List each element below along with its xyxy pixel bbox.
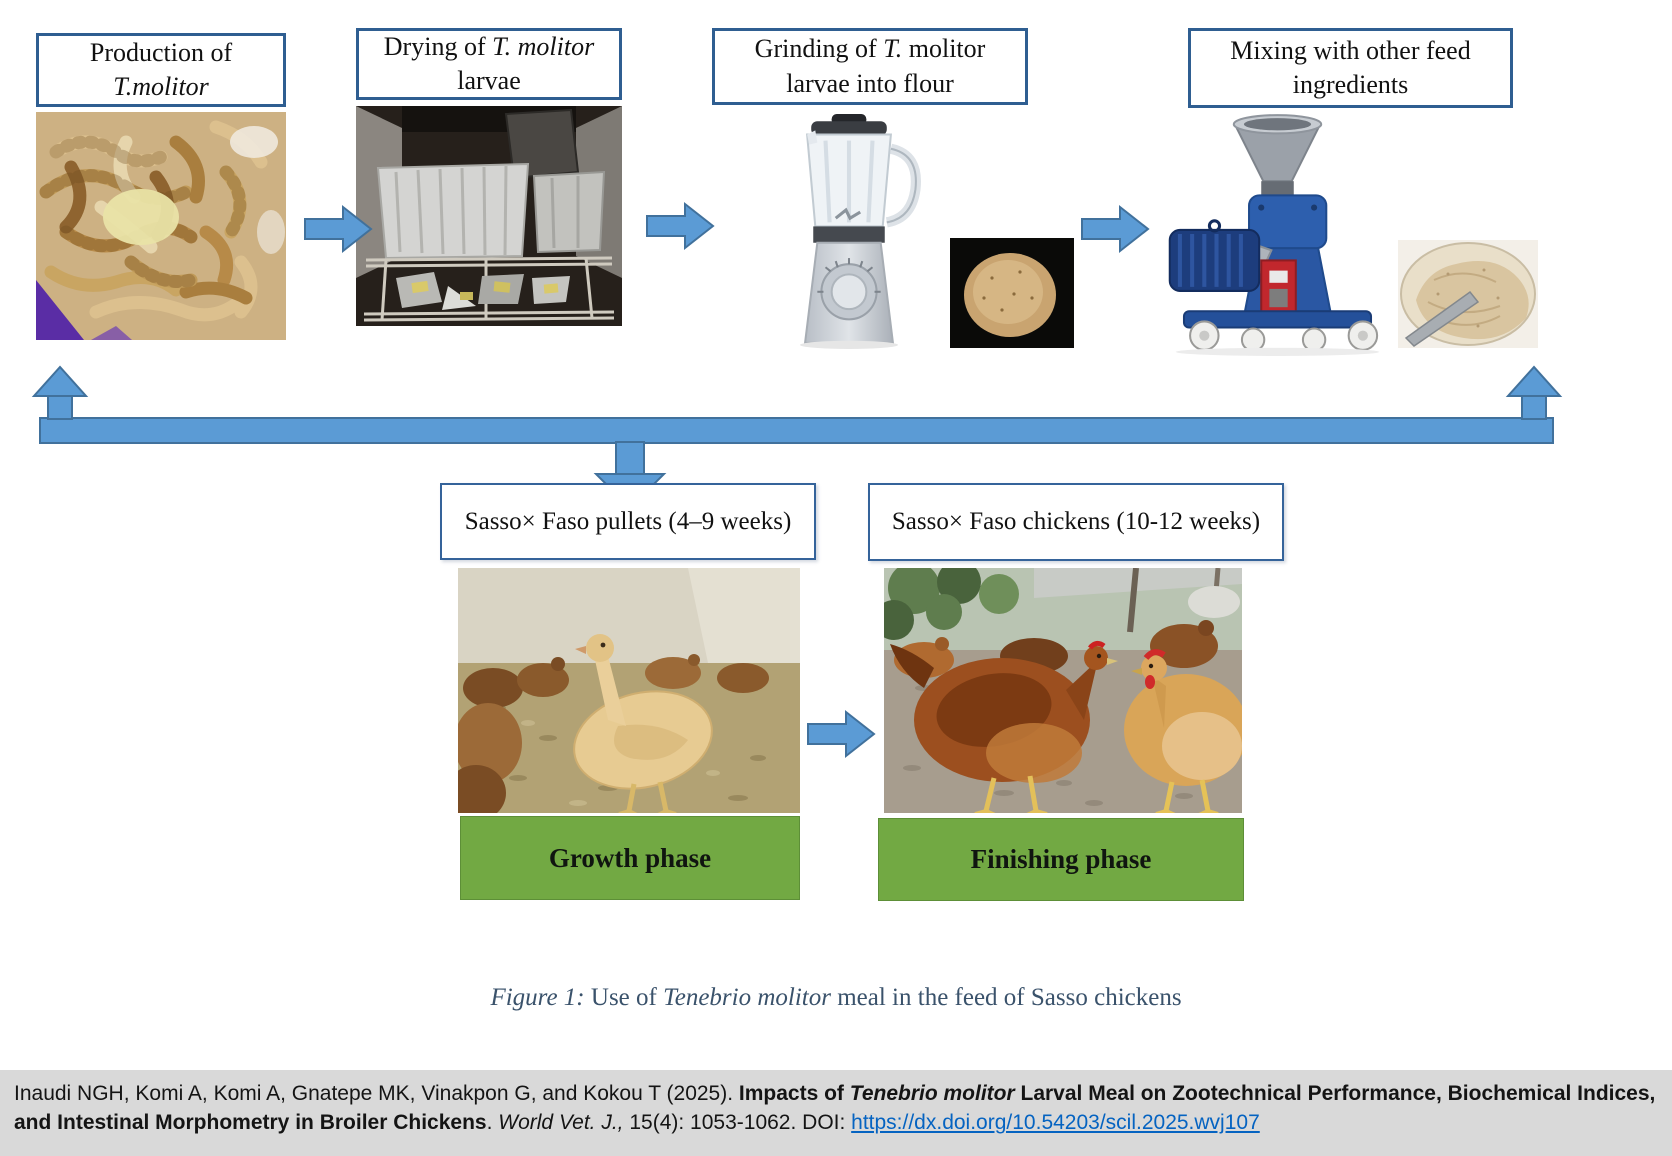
step-label-drying-line2: larvae: [457, 66, 521, 95]
step-label-mixing-line1: Mixing with other feed: [1230, 35, 1471, 65]
growth-phase-box: Growth phase: [460, 816, 800, 900]
growth-phase-label: Growth phase: [548, 842, 712, 873]
larvae-flour-photo: [950, 238, 1074, 348]
step-label-grinding: Grinding of T. molitor larvae into flour: [712, 28, 1028, 105]
citation-bar: Inaudi NGH, Komi A, Komi A, Gnatepe MK, …: [0, 1070, 1672, 1156]
doi-link[interactable]: https://dx.doi.org/10.54203/scil.2025.wv…: [851, 1111, 1260, 1135]
step-label-grinding-line1: Grinding of T. molitor: [754, 34, 986, 64]
figure-caption-species: Tenebrio molitor: [663, 984, 831, 1011]
step-label-mixing-line2: ingredients: [1292, 70, 1409, 99]
blender-photo: [772, 112, 926, 350]
step-label-grinding-line2: larvae into flour: [786, 68, 954, 98]
feed-mix-bowl-photo: [1398, 240, 1538, 348]
chickens-label-box: Sasso× Faso chickens (10-12 weeks): [868, 483, 1284, 561]
finishing-phase-label: Finishing phase: [970, 844, 1152, 874]
flow-arrow-3: [1081, 204, 1150, 254]
citation-journal: World Vet. J.,: [498, 1111, 630, 1135]
step-label-production-line1: Production of: [89, 37, 233, 67]
pullets-label-text: Sasso× Faso pullets (4–9 weeks): [464, 507, 792, 535]
flow-arrow-1: [304, 204, 373, 254]
pellet-machine-photo: [1155, 110, 1400, 357]
citation-title: Impacts of Tenebrio molitor Larval Meal …: [14, 1082, 1656, 1135]
step-label-production: Production of T.molitor: [36, 33, 286, 107]
figure-caption: Figure 1: Use of Tenebrio molitor meal i…: [490, 984, 1182, 1011]
chickens-label-text: Sasso× Faso chickens (10-12 weeks): [891, 508, 1261, 535]
phase-arrow: [807, 709, 876, 759]
step-label-mixing: Mixing with other feed ingredients: [1188, 28, 1513, 108]
finishing-phase-box: Finishing phase: [878, 818, 1244, 901]
step-label-drying: Drying of T. molitor larvae: [356, 28, 622, 100]
step-label-production-line2: T.molitor: [113, 72, 209, 101]
chickens-photo: [884, 568, 1242, 813]
citation-authors: Inaudi NGH, Komi A, Komi A, Gnatepe MK, …: [14, 1082, 739, 1105]
figure-caption-number: Figure 1:: [490, 984, 585, 1011]
mealworms-photo: [36, 112, 286, 340]
drying-trays-photo: [356, 106, 622, 326]
pullets-photo: [458, 568, 800, 813]
step-label-drying-line1: Drying of T. molitor: [383, 31, 595, 61]
citation-issue-pages: 15(4): 1053-1062. DOI:: [629, 1111, 852, 1135]
pullets-label-box: Sasso× Faso pullets (4–9 weeks): [440, 483, 816, 560]
flow-arrow-2: [646, 201, 715, 251]
